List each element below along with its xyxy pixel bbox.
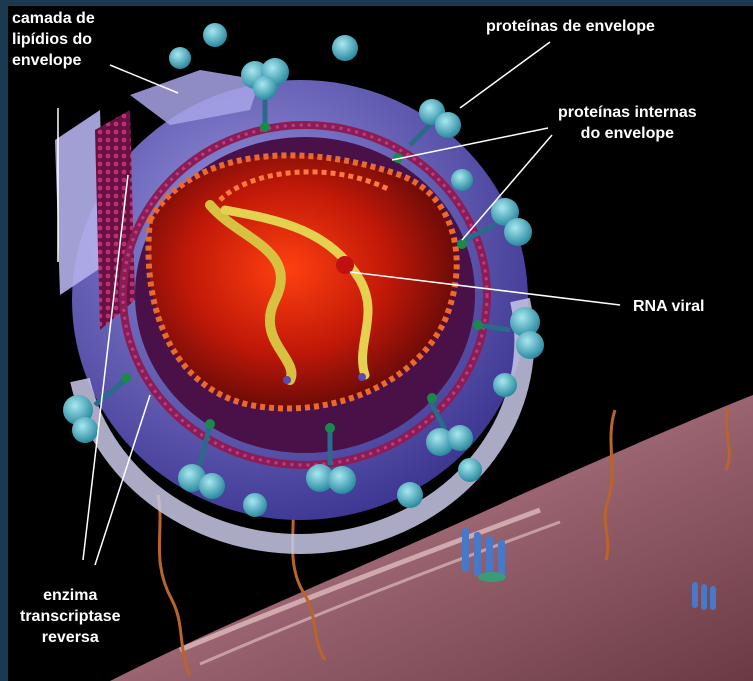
capsid bbox=[135, 137, 475, 453]
label-enzyme: enzima transcriptase reversa bbox=[20, 585, 121, 648]
label-envelope-proteins: proteínas de envelope bbox=[486, 16, 655, 37]
label-enzyme-text: enzima transcriptase reversa bbox=[20, 587, 121, 646]
cell-receptor-small bbox=[692, 582, 716, 610]
label-internal-proteins: proteínas internas do envelope bbox=[558, 102, 697, 144]
label-lipid-layer-text: camada de lipídios do envelope bbox=[12, 10, 95, 69]
label-lipid-layer: camada de lipídios do envelope bbox=[12, 8, 95, 71]
label-rna: RNA viral bbox=[633, 296, 704, 317]
label-internal-proteins-text: proteínas internas do envelope bbox=[558, 104, 697, 142]
